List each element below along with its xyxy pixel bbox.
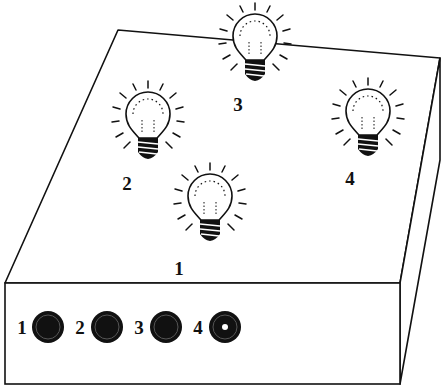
- callout-number: 2: [122, 174, 132, 193]
- bulb: [174, 163, 246, 241]
- callout-number: 4: [345, 169, 355, 188]
- bulb: [332, 78, 404, 156]
- bulb: [112, 81, 184, 159]
- callout-number: 3: [134, 318, 144, 337]
- callout-number: 4: [193, 318, 203, 337]
- callout-number: 1: [174, 259, 184, 278]
- buttons: [32, 311, 241, 343]
- callout-number: 1: [17, 318, 27, 337]
- callout-number: 3: [233, 95, 243, 114]
- bulb: [219, 3, 291, 81]
- callout-number: 2: [75, 318, 85, 337]
